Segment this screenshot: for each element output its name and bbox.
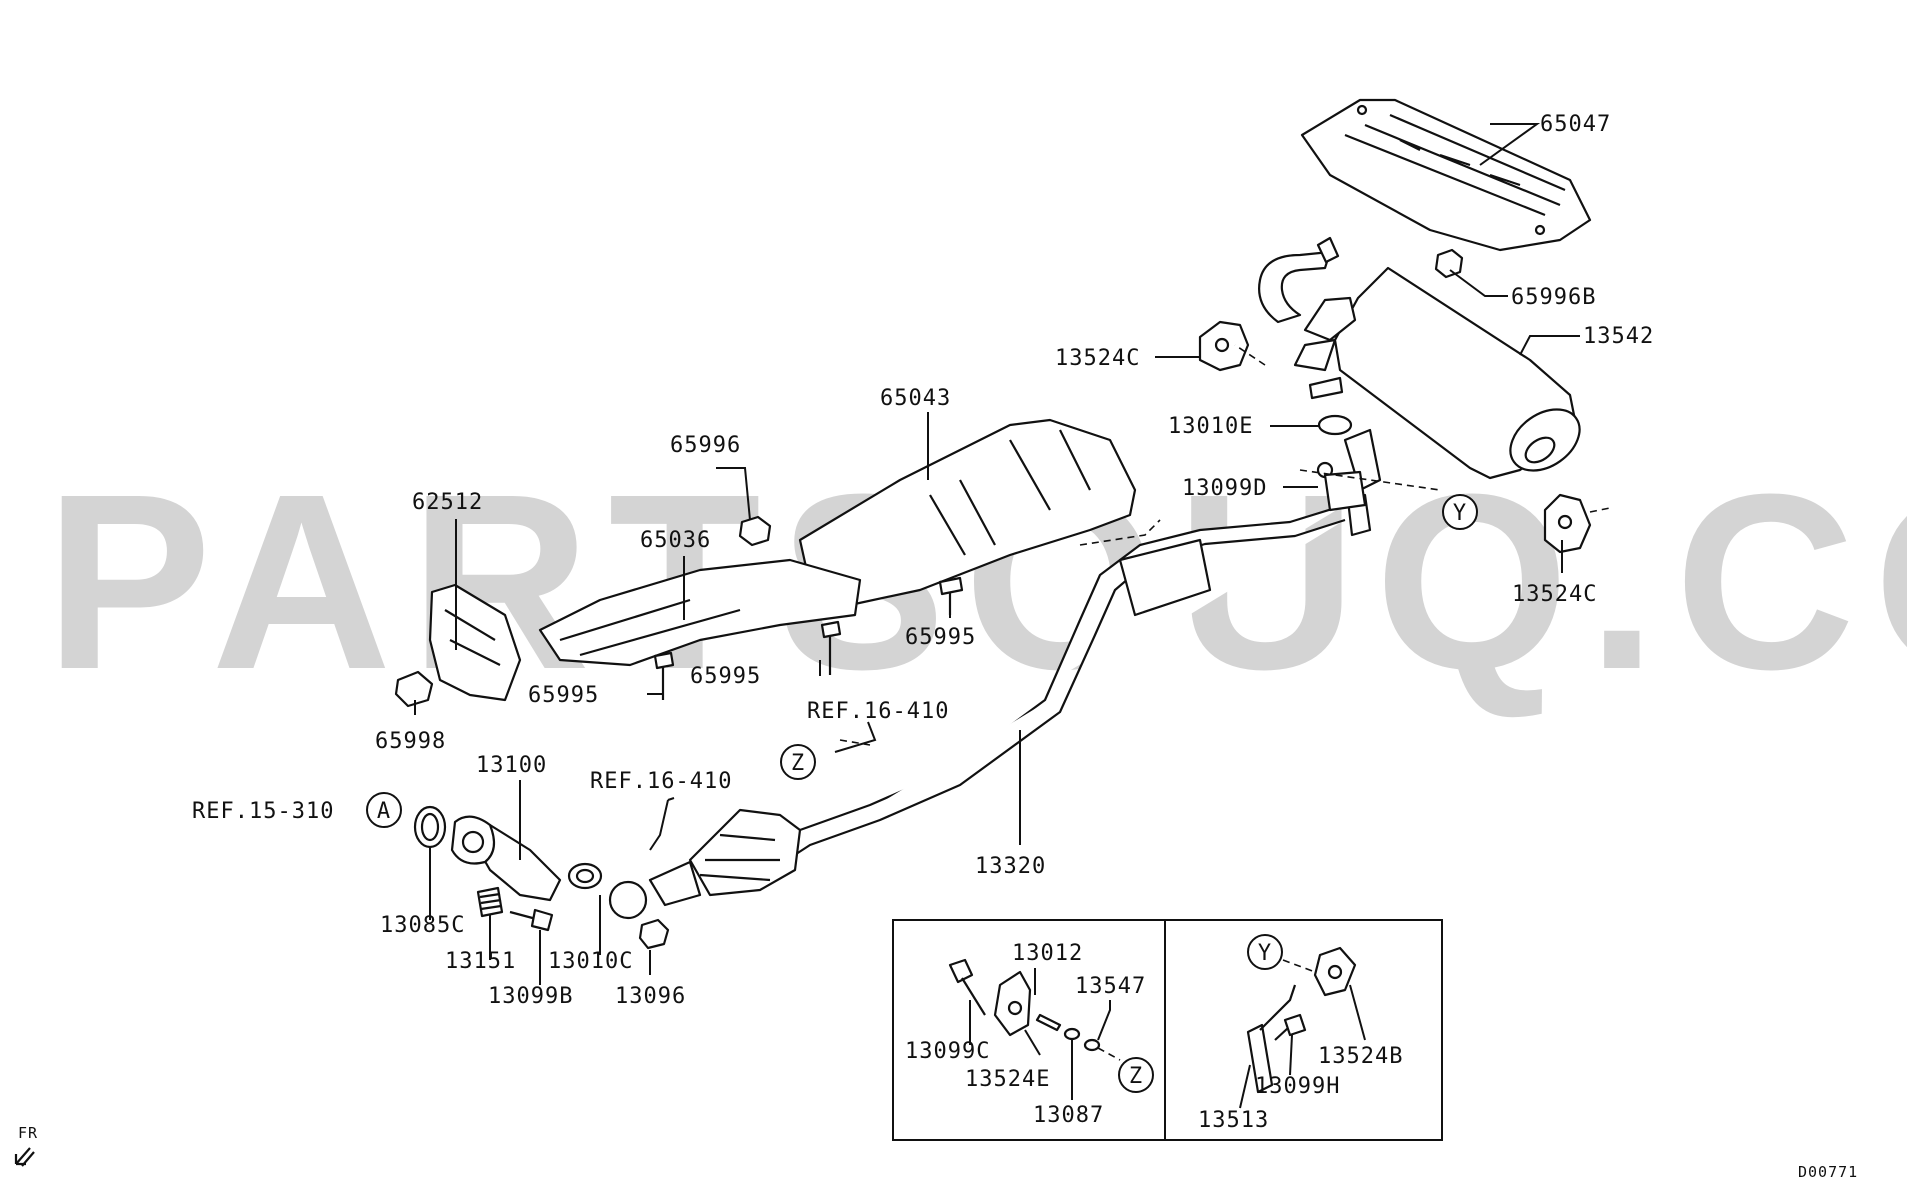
inset-washer-13087	[1063, 1027, 1081, 1041]
inset-pin-13012	[1035, 1013, 1062, 1032]
label-13100: 13100	[476, 753, 547, 778]
bolt-13099B	[509, 908, 554, 932]
label-65995-mid: 65995	[690, 664, 761, 689]
diagram-code: D00771	[1798, 1163, 1858, 1181]
main-muffler-13542	[1258, 236, 1581, 480]
front-pipe-13100	[450, 815, 562, 902]
marker-Z-main: Z	[780, 744, 816, 780]
svg-text:Y: Y	[1453, 501, 1467, 526]
label-65998: 65998	[375, 729, 446, 754]
inset-box-right	[1164, 919, 1443, 1141]
label-13087: 13087	[1033, 1103, 1104, 1128]
svg-text:Y: Y	[1258, 941, 1272, 966]
ref-hook-upper	[834, 721, 877, 753]
ref-15-310: REF.15-310	[192, 799, 334, 824]
label-13320: 13320	[975, 854, 1046, 879]
inset-leaders-left	[969, 968, 1121, 1100]
heat-protector-62512	[428, 583, 522, 702]
label-62512: 62512	[412, 490, 483, 515]
label-13010E: 13010E	[1168, 414, 1253, 439]
label-13542: 13542	[1583, 324, 1654, 349]
inset-leaders-right	[1239, 959, 1366, 1109]
inset-ring-13547	[1083, 1038, 1101, 1052]
heat-protector-65047	[1300, 98, 1592, 252]
hanger-rubber-13524C-upper	[1198, 320, 1250, 372]
label-65043: 65043	[880, 386, 951, 411]
exhaust-pipe-13320	[779, 470, 1372, 859]
label-65047: 65047	[1540, 112, 1611, 137]
label-13547: 13547	[1075, 974, 1146, 999]
label-13012: 13012	[1012, 941, 1083, 966]
inset-hanger-13524E	[993, 970, 1032, 1037]
label-13010C: 13010C	[548, 949, 633, 974]
label-13513: 13513	[1198, 1108, 1269, 1133]
label-13099B: 13099B	[488, 984, 573, 1009]
label-65995-right: 65995	[905, 625, 976, 650]
label-65036: 65036	[640, 528, 711, 553]
svg-text:Z: Z	[1129, 1064, 1143, 1089]
label-13524C-lower: 13524C	[1512, 582, 1597, 607]
nut-65996B	[1434, 248, 1464, 279]
bolt-65995-left	[653, 651, 675, 700]
label-65996B: 65996B	[1511, 285, 1596, 310]
label-13099C: 13099C	[905, 1039, 990, 1064]
label-13099H: 13099H	[1255, 1074, 1340, 1099]
label-13524B: 13524B	[1318, 1044, 1403, 1069]
label-65995-left: 65995	[528, 683, 599, 708]
front-direction-arrow: FR	[14, 1124, 38, 1167]
inset-bolt-13099H	[1274, 1013, 1307, 1041]
label-65996: 65996	[670, 433, 741, 458]
gasket-13010C	[567, 862, 603, 890]
label-13151: 13151	[445, 949, 516, 974]
catalytic-converter	[608, 808, 802, 920]
ref-hook-lower	[649, 797, 675, 851]
label-13099D: 13099D	[1182, 476, 1267, 501]
marker-A: A	[366, 792, 402, 828]
gasket-13085C	[413, 805, 447, 849]
bolt-65998	[394, 670, 434, 708]
label-13085C: 13085C	[380, 913, 465, 938]
nut-13096	[638, 918, 670, 950]
svg-text:FR: FR	[18, 1124, 38, 1142]
leader-lines	[414, 123, 1611, 985]
marker-Y-inset: Y	[1247, 934, 1283, 970]
label-13524C-upper: 13524C	[1055, 346, 1140, 371]
gasket-13010E	[1317, 414, 1353, 436]
nut-65996	[738, 515, 772, 547]
label-13096: 13096	[615, 984, 686, 1009]
svg-text:Z: Z	[791, 751, 805, 776]
heat-protector-65036	[538, 558, 862, 667]
ref-16-410-upper: REF.16-410	[807, 699, 949, 724]
label-13524E: 13524E	[965, 1067, 1050, 1092]
ref-16-410-lower: REF.16-410	[590, 769, 732, 794]
hanger-rubber-13524C-lower	[1543, 493, 1592, 554]
bolt-65995-mid	[820, 620, 842, 675]
spring-13151	[476, 886, 504, 918]
svg-text:A: A	[377, 799, 391, 824]
marker-Y-main: Y	[1442, 494, 1478, 530]
inset-bracket-13513	[1246, 984, 1297, 1094]
inset-hanger-13524B	[1313, 946, 1357, 997]
inset-bolt-13099C	[948, 958, 986, 1016]
marker-Z-inset: Z	[1118, 1057, 1154, 1093]
